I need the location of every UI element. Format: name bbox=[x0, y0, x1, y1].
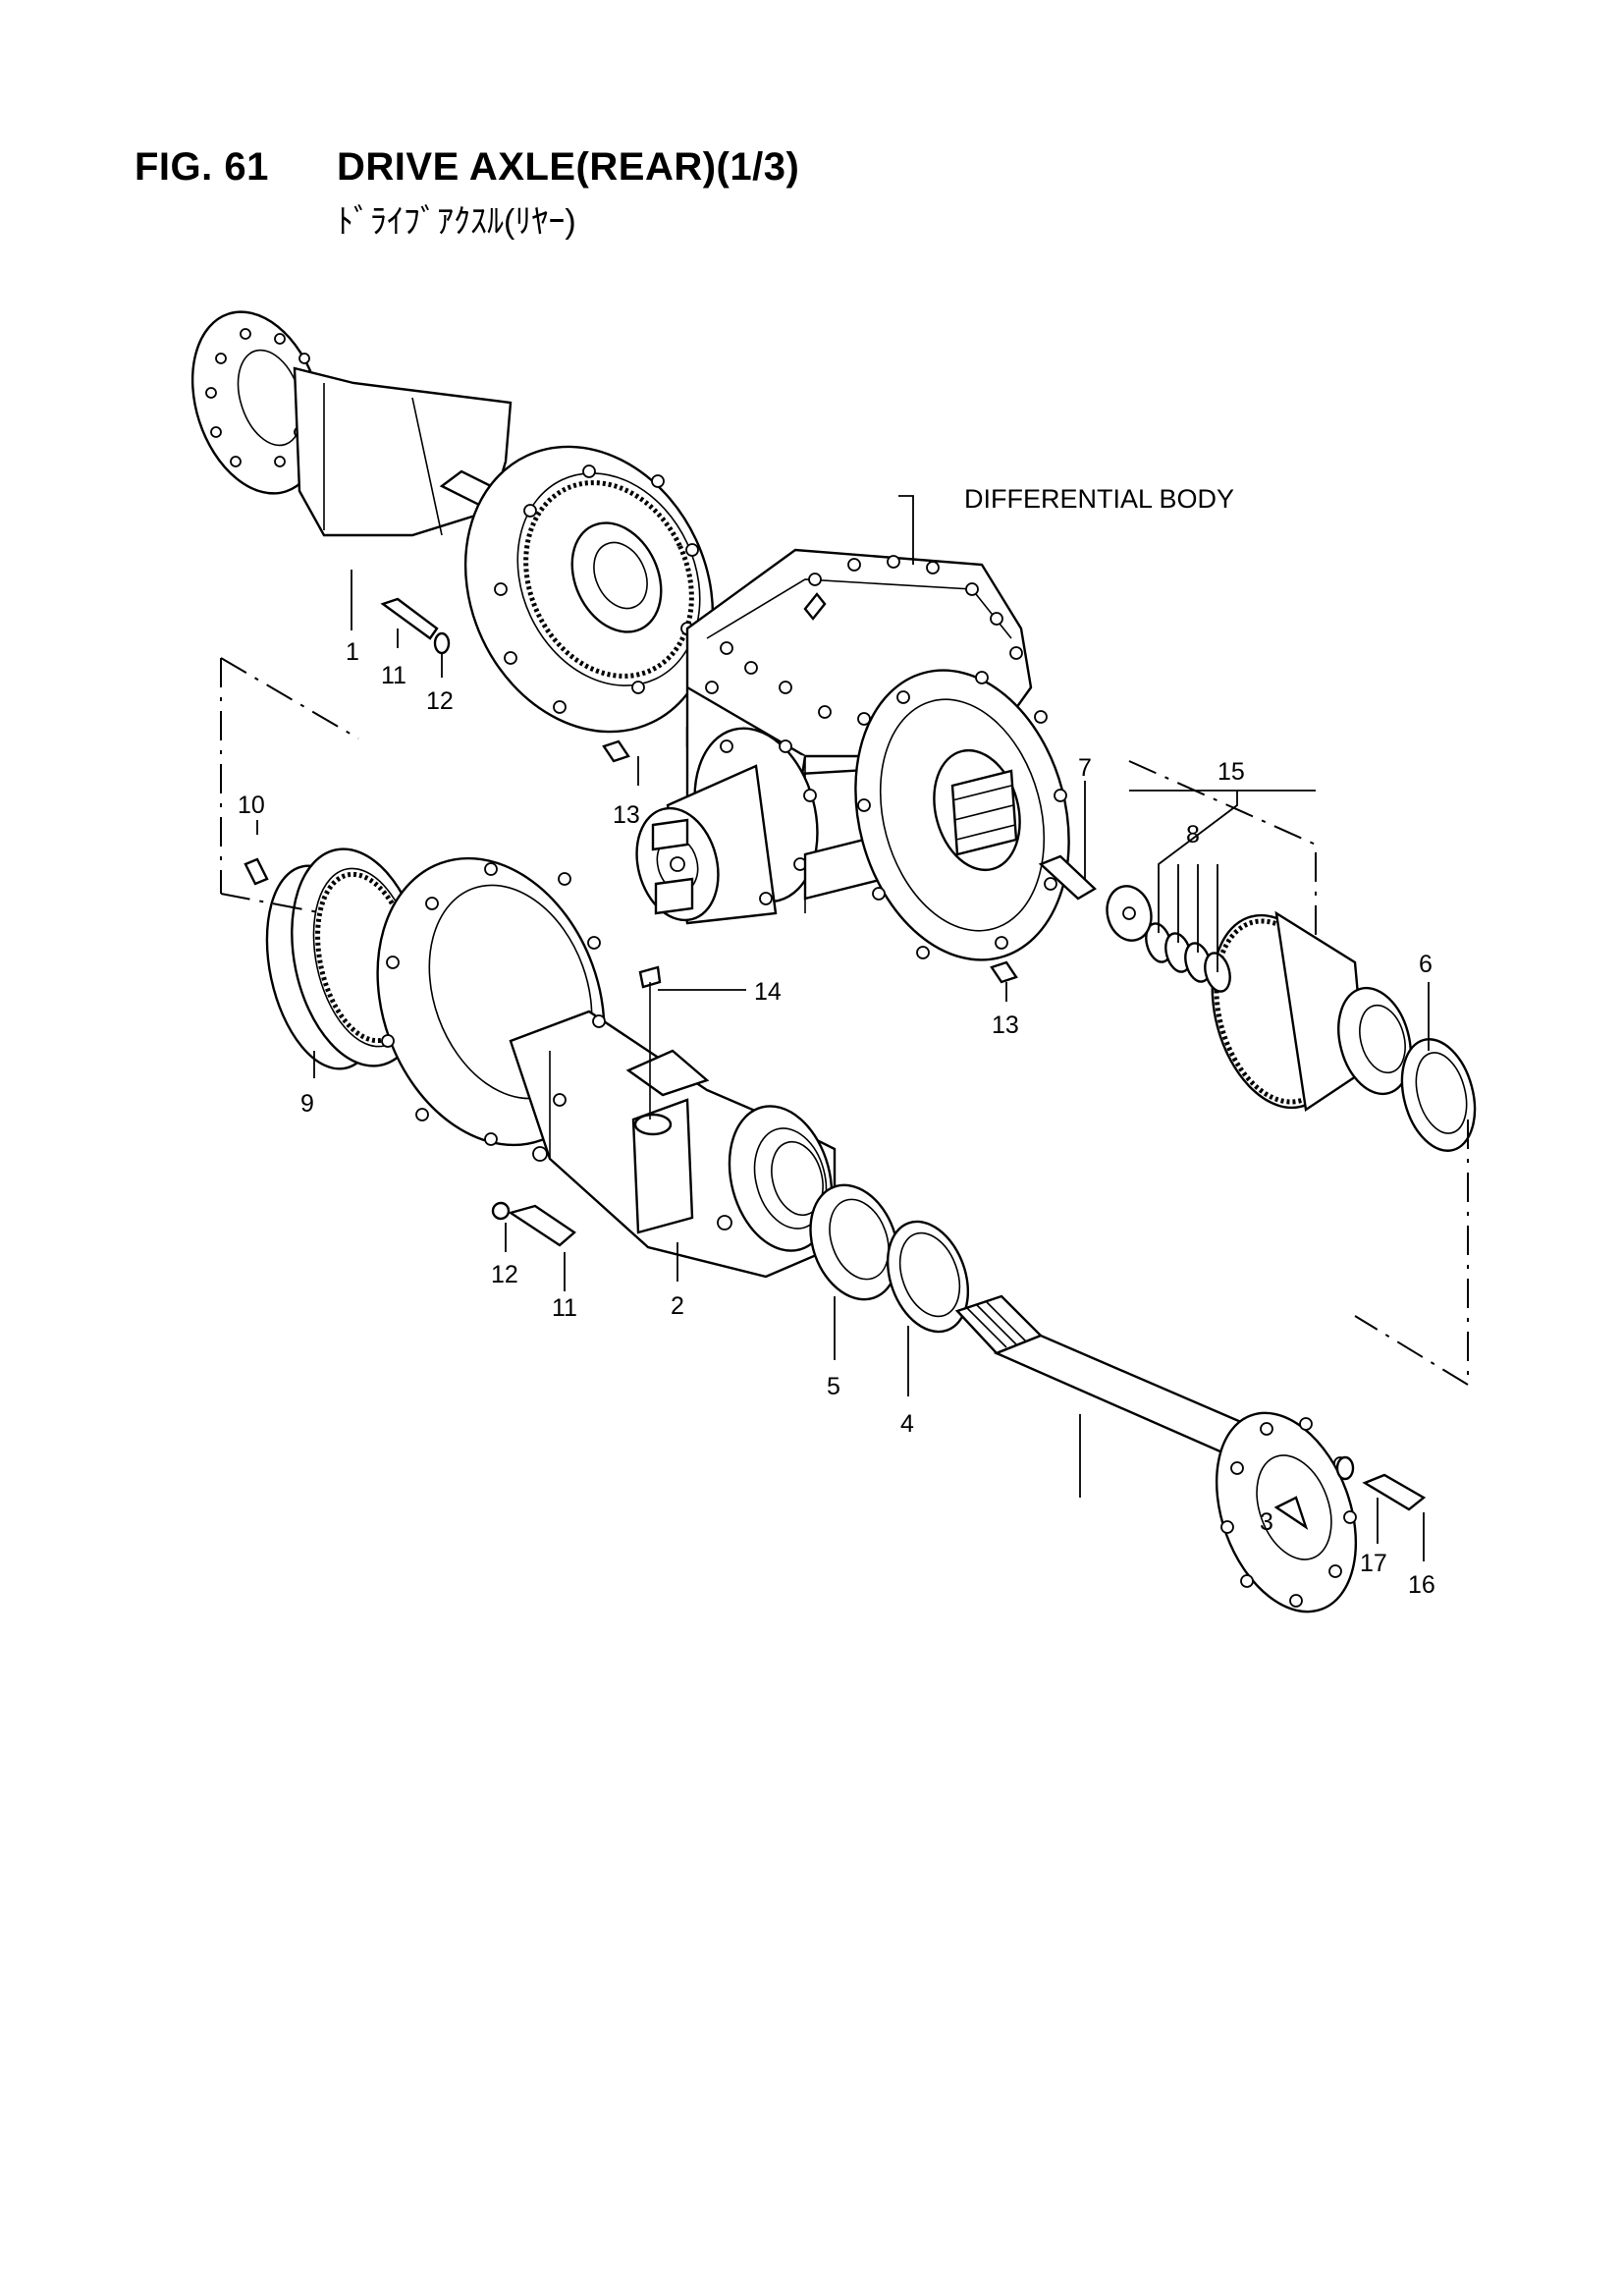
callout-11-lower: 11 bbox=[552, 1294, 577, 1322]
callout-8: 8 bbox=[1186, 821, 1200, 848]
callout-2: 2 bbox=[671, 1292, 684, 1320]
callout-15: 15 bbox=[1217, 758, 1245, 786]
callout-4: 4 bbox=[900, 1410, 914, 1438]
axle-shaft bbox=[954, 1294, 1358, 1613]
callout-9: 9 bbox=[300, 1090, 314, 1118]
differential-body bbox=[635, 548, 1070, 961]
axle-housing-lower bbox=[376, 856, 837, 1279]
shim-ring bbox=[886, 1220, 970, 1334]
figure-title: DRIVE AXLE(REAR)(1/3) bbox=[337, 145, 800, 189]
callout-16: 16 bbox=[1408, 1571, 1435, 1599]
callout-6: 6 bbox=[1419, 951, 1433, 978]
callout-13-lower: 13 bbox=[992, 1011, 1019, 1039]
bearing bbox=[1400, 1038, 1477, 1152]
differential-case bbox=[1211, 910, 1412, 1113]
callout-5: 5 bbox=[827, 1373, 840, 1400]
callout-17: 17 bbox=[1360, 1550, 1387, 1577]
ring-gear bbox=[265, 847, 426, 1070]
callout-1: 1 bbox=[346, 638, 359, 666]
assembly-center-lines bbox=[220, 657, 1469, 1387]
shim-set bbox=[1106, 885, 1231, 993]
oil-seal bbox=[809, 1183, 899, 1301]
callout-10: 10 bbox=[238, 792, 265, 819]
callout-12-upper: 12 bbox=[426, 687, 454, 715]
figure-subtitle: ﾄﾞﾗｲﾌﾞｱｸｽﾙ(ﾘﾔｰ) bbox=[337, 203, 576, 241]
figure-number: FIG. 61 bbox=[135, 145, 269, 189]
callout-3: 3 bbox=[1260, 1508, 1273, 1536]
axle-housing-upper bbox=[190, 310, 715, 734]
callout-11-upper: 11 bbox=[381, 662, 406, 689]
callout-13-upper: 13 bbox=[613, 801, 640, 829]
callout-12-lower: 12 bbox=[491, 1261, 518, 1288]
differential-body-label: DIFFERENTIAL BODY bbox=[964, 484, 1234, 514]
callout-14: 14 bbox=[754, 978, 782, 1006]
leader-lines bbox=[256, 495, 1430, 1561]
callout-7: 7 bbox=[1078, 754, 1092, 782]
